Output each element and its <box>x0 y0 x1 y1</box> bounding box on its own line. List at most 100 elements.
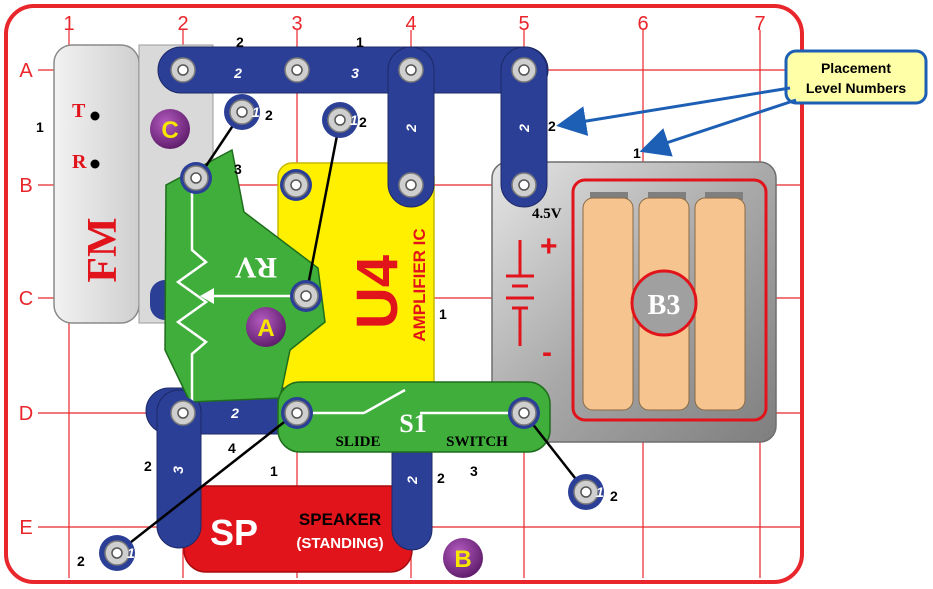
level-number: 2 <box>236 34 244 50</box>
rv-wiper-arrowhead <box>200 288 214 304</box>
jumper-snap-number: 1 <box>596 484 604 500</box>
snap[interactable] <box>180 162 212 194</box>
row-label: B <box>19 175 32 197</box>
wire-strip[interactable] <box>500 46 548 208</box>
badge-c: C <box>150 109 190 149</box>
jumper-snap-number: 1 <box>127 545 135 561</box>
wire-number: 2 <box>230 405 239 421</box>
row-label: A <box>19 60 33 82</box>
wire-number: 2 <box>233 65 242 81</box>
column-label: 6 <box>637 13 648 35</box>
callout-arrow <box>639 98 797 157</box>
level-number: 2 <box>144 458 152 474</box>
sp-level-number: 1 <box>270 463 278 479</box>
battery-symbol-icon <box>506 240 534 346</box>
fm-pin-r-label: R <box>72 151 87 173</box>
badge-b-letter: B <box>454 546 471 573</box>
snap[interactable] <box>508 169 540 201</box>
level-number: 2 <box>437 470 445 486</box>
s1-label-right: SWITCH <box>446 434 508 450</box>
badge-b: B <box>443 538 483 578</box>
wire-strip[interactable] <box>156 389 202 549</box>
battery-cell <box>582 197 634 411</box>
wire-strip[interactable] <box>157 46 549 94</box>
fm-pin-t-dot <box>90 111 100 121</box>
b3-voltage: 4.5V <box>532 206 562 222</box>
jumper-snap[interactable]: 1 <box>224 94 260 130</box>
snap[interactable] <box>395 169 427 201</box>
level-number: 4 <box>228 440 236 456</box>
fm-title: FM <box>80 217 126 282</box>
snaps: 1 1 1 1 <box>99 54 604 571</box>
rv-level-number: 3 <box>234 161 242 177</box>
badge-a-letter: A <box>257 315 274 342</box>
column-label: 1 <box>63 13 74 35</box>
jumper-snap[interactable]: 1 <box>568 474 604 510</box>
wire-number: 2 <box>403 124 419 133</box>
u4-subtitle: AMPLIFIER IC <box>410 228 429 341</box>
s1-label-left: SLIDE <box>335 434 380 450</box>
b3-battery-module[interactable]: B3 4.5V + - <box>491 161 777 443</box>
wire-number: 3 <box>170 466 186 474</box>
level-number: 2 <box>77 553 85 569</box>
jumper-snap-number: 1 <box>350 112 358 128</box>
column-label: 4 <box>405 13 416 35</box>
b3-label-circle <box>630 269 698 337</box>
snap[interactable] <box>280 169 312 201</box>
wire-number: 3 <box>351 65 359 81</box>
sp-line1: SPEAKER <box>299 510 381 529</box>
wire-number: 2 <box>404 476 420 485</box>
snap[interactable] <box>281 397 313 429</box>
level-number: 2 <box>610 488 618 504</box>
callout-arrow <box>556 86 791 136</box>
rv-potentiometer-module[interactable]: RV 3 <box>164 148 326 408</box>
rv-title: RV <box>235 251 278 284</box>
snap[interactable] <box>508 397 540 429</box>
b3-minus-sign: - <box>542 336 552 369</box>
wire-number: 2 <box>516 124 532 133</box>
row-label: D <box>19 403 33 425</box>
placement-level-callout: Placement Level Numbers <box>556 49 928 157</box>
u4-level-number: 1 <box>439 306 447 322</box>
column-label: 5 <box>518 13 529 35</box>
fm-level-number: 1 <box>36 119 44 135</box>
fm-pin-t-label: T <box>72 100 86 122</box>
grid-row-labels: A B C D E <box>19 60 34 539</box>
callout-line1: Placement <box>821 60 891 76</box>
level-number: 1 <box>633 145 641 161</box>
snap[interactable] <box>167 397 199 429</box>
s1-level-number: 3 <box>470 463 478 479</box>
s1-title: S1 <box>399 409 426 438</box>
row-label: E <box>19 517 32 539</box>
sp-title: SP <box>210 512 258 553</box>
jumper-snap[interactable]: 1 <box>99 535 135 571</box>
level-number: 2 <box>265 107 273 123</box>
wire-strip[interactable] <box>387 46 435 208</box>
b3-title: B3 <box>648 290 681 321</box>
badge-a: A <box>246 307 286 347</box>
fm-pin-r-dot <box>90 159 100 169</box>
snap[interactable] <box>281 54 313 86</box>
rv-resistor-symbol <box>175 182 209 408</box>
grid-column-labels: 1 2 3 4 5 6 7 <box>63 13 765 35</box>
snap[interactable] <box>508 54 540 86</box>
jumper-snap-number: 1 <box>252 104 260 120</box>
callout-line2: Level Numbers <box>806 80 907 96</box>
snap[interactable] <box>395 54 427 86</box>
u4-title: U4 <box>345 255 410 329</box>
column-label: 3 <box>291 13 302 35</box>
u4-amplifier-module[interactable]: U4 AMPLIFIER IC 1 <box>277 162 447 396</box>
column-label: 7 <box>754 13 765 35</box>
battery-cell <box>694 197 746 411</box>
b3-plus-sign: + <box>540 230 558 263</box>
snap[interactable] <box>167 54 199 86</box>
level-number: 2 <box>548 118 556 134</box>
sp-line2: (STANDING) <box>296 535 383 552</box>
level-number: 1 <box>356 34 364 50</box>
level-number: 2 <box>359 114 367 130</box>
s1-slide-switch-module[interactable]: S1 SLIDE SWITCH 3 <box>277 381 551 479</box>
jumper-snap[interactable]: 1 <box>322 102 358 138</box>
level-numbers: 2 1 2 2 2 4 2 2 2 2 1 <box>77 34 641 569</box>
snap[interactable] <box>290 280 322 312</box>
